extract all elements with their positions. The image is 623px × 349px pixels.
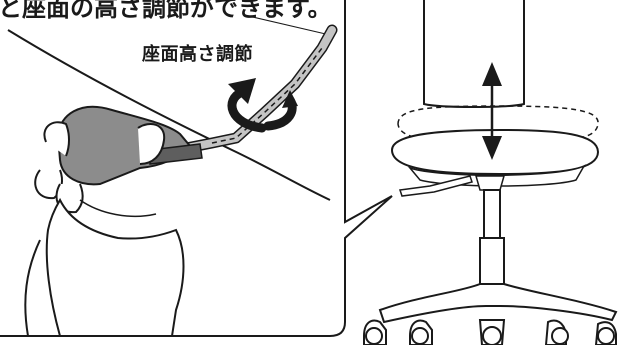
double-vertical-arrow-icon: [482, 62, 502, 160]
caster-wheels: [363, 319, 617, 346]
callout-label: 座面高さ調節: [142, 44, 253, 65]
caption-text: と座面の高さ調節ができます。: [0, 0, 332, 22]
office-chair: [363, 0, 618, 346]
curved-rotate-arrow-icon: [227, 78, 298, 133]
leader-line: [243, 14, 331, 36]
hand-with-lever: [24, 105, 203, 337]
callout-bubble: [0, 0, 393, 337]
lever-cable: [170, 24, 338, 156]
